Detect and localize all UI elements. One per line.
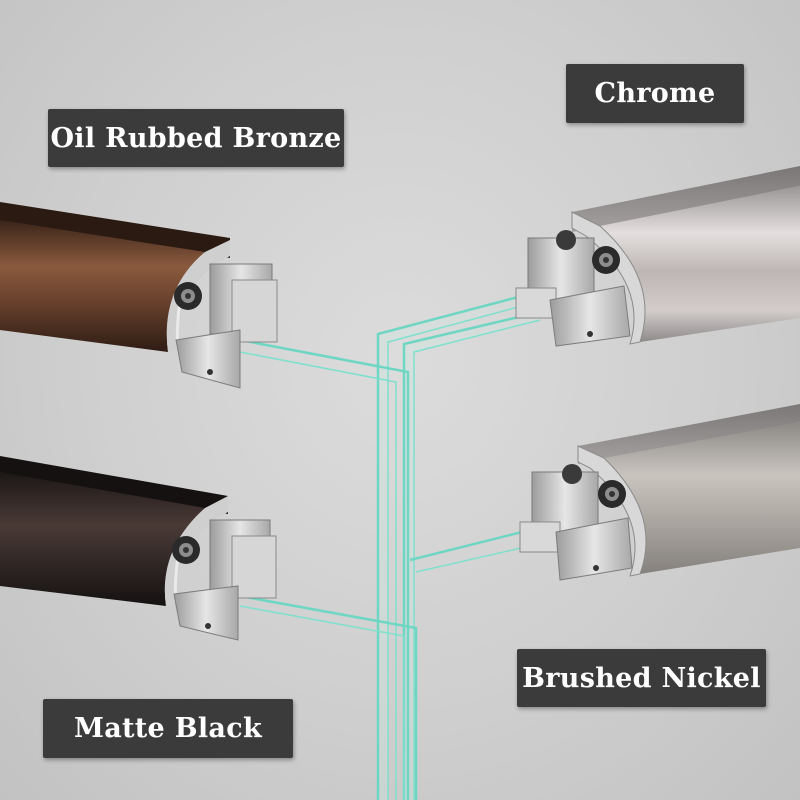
label-oil-rubbed-bronze: Oil Rubbed Bronze (48, 109, 344, 167)
rail-matte-black (0, 456, 277, 641)
rail-brushed-nickel (519, 404, 800, 581)
glass-panels (239, 294, 541, 800)
label-matte-black: Matte Black (43, 699, 293, 758)
label-brushed-nickel: Brushed Nickel (517, 649, 766, 707)
label-chrome: Chrome (566, 64, 744, 123)
rail-chrome (515, 166, 800, 347)
rail-oil-rubbed-bronze (0, 202, 278, 389)
